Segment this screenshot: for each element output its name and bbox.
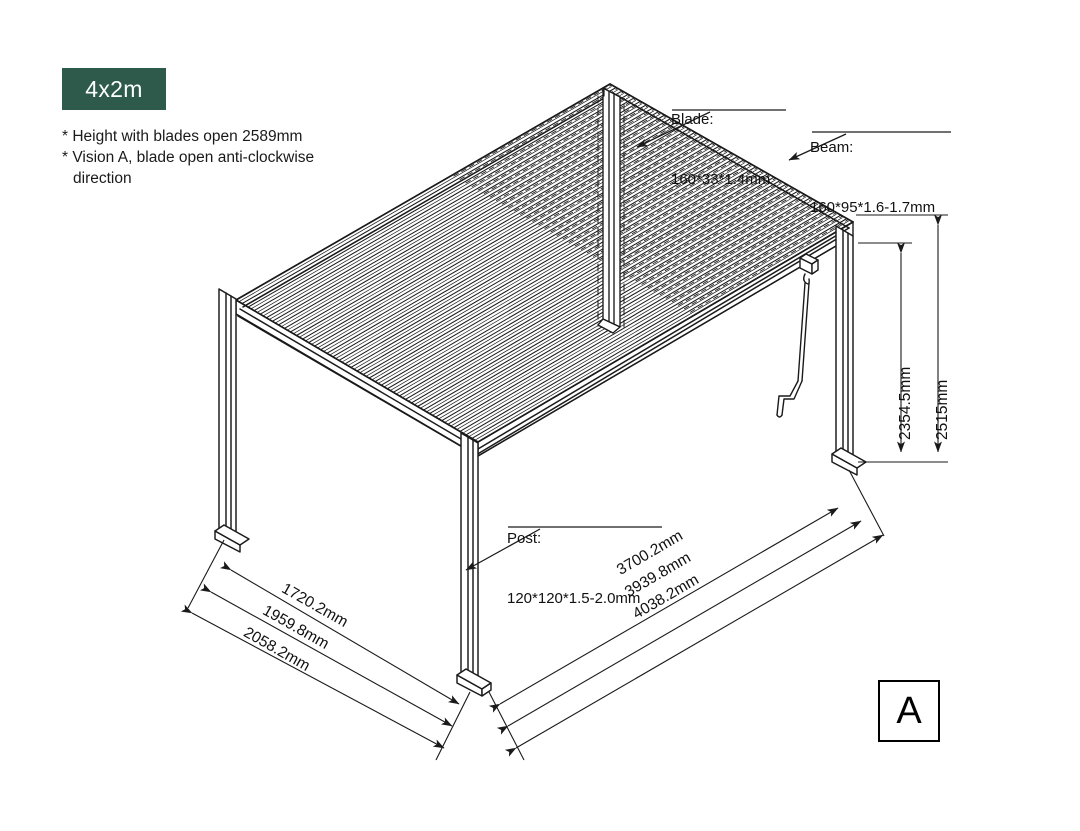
size-badge-label: 4x2m xyxy=(85,75,143,102)
post-front-left xyxy=(456,432,492,697)
dim-overall-height: 2515mm xyxy=(934,379,951,440)
post-front-right xyxy=(831,225,867,476)
leader-blade-arrow xyxy=(636,111,711,148)
dim-clear-height: 2354.5mm xyxy=(897,366,914,440)
leader-beam-arrow xyxy=(788,133,847,161)
note-line-3: direction xyxy=(73,170,132,187)
callout-blade-spec: 160*33*1.4mm xyxy=(671,171,771,188)
note-line-2: * Vision A, blade open anti-clockwise xyxy=(62,149,315,166)
crank-handle xyxy=(776,253,819,418)
left-dimension-chain xyxy=(180,539,471,761)
size-badge: 4x2m xyxy=(62,68,166,110)
callout-blade: Blade: 160*33*1.4mm xyxy=(671,70,770,230)
notes-block: * Height with blades open 2589mm * Visio… xyxy=(62,126,422,189)
note-line-1: * Height with blades open 2589mm xyxy=(62,128,303,145)
post-back-left xyxy=(214,288,250,553)
callout-post: Post: 120*120*1.5-2.0mm xyxy=(507,489,640,649)
callout-beam-spec: 160*95*1.6-1.7mm xyxy=(810,199,936,216)
callout-beam-title: Beam: xyxy=(810,139,854,156)
callout-post-spec: 120*120*1.5-2.0mm xyxy=(507,590,641,607)
view-marker-box: A xyxy=(878,680,940,742)
callout-post-title: Post: xyxy=(507,530,542,547)
center-beam xyxy=(597,87,625,334)
callout-blade-title: Blade: xyxy=(671,111,714,128)
callout-beam: Beam: 160*95*1.6-1.7mm xyxy=(810,98,935,258)
vertical-dimensions xyxy=(856,214,948,463)
view-marker-letter: A xyxy=(896,690,922,732)
right-dimension-chain xyxy=(488,469,885,761)
